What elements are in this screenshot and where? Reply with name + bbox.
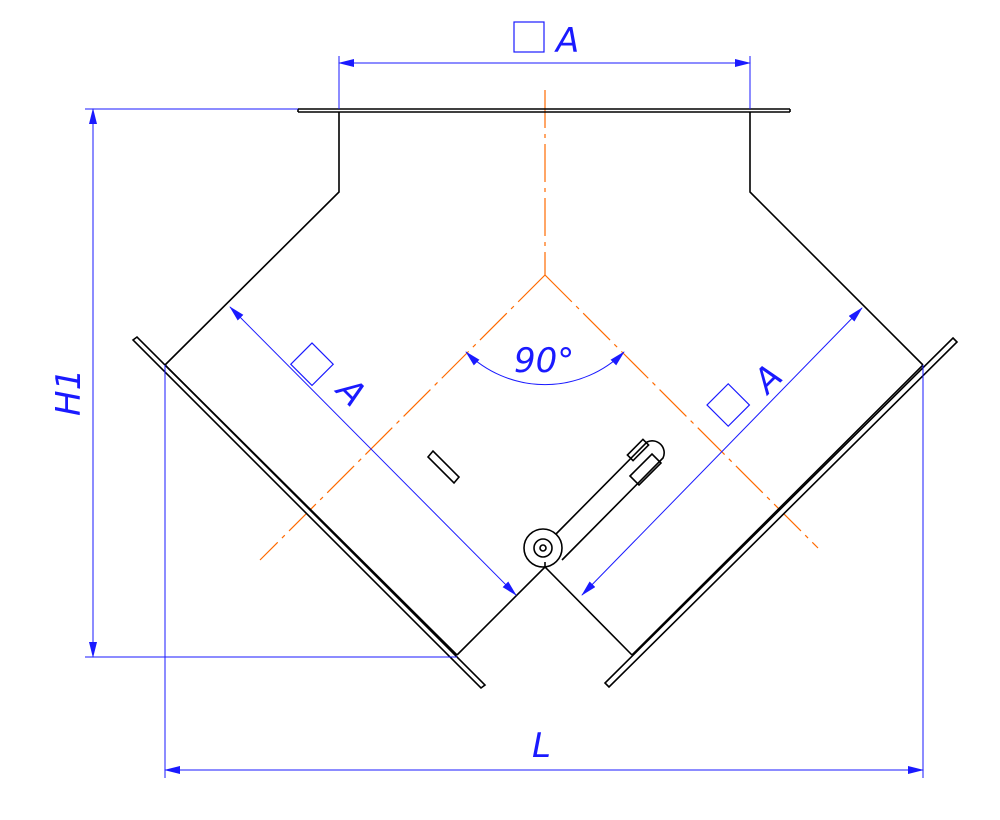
length-label: L — [532, 726, 551, 766]
damper-handle — [523, 438, 665, 568]
outer-profile-left — [164, 112, 340, 366]
centerlines — [259, 90, 819, 561]
angle-dimension: 90° — [465, 341, 625, 386]
right-branch-dimension: A — [581, 307, 863, 596]
left-branch-flange — [131, 335, 487, 690]
dimensions: A H1 L A A — [49, 21, 924, 778]
square-symbol — [706, 382, 751, 428]
right-branch-centerline — [544, 274, 819, 549]
length-dimension: L — [164, 365, 924, 778]
handle-pivot-inner — [533, 538, 553, 558]
indicator-slot — [426, 449, 461, 485]
crotch-profile — [456, 565, 633, 656]
left-branch-dimension: A — [229, 306, 517, 596]
square-symbol — [513, 21, 545, 53]
top-width-dimension: A — [338, 21, 751, 109]
height-label: H1 — [49, 369, 89, 416]
left-branch-label: A — [327, 369, 373, 415]
angle-label: 90° — [514, 341, 574, 381]
height-dimension: H1 — [49, 108, 457, 658]
square-symbol — [289, 342, 335, 387]
left-branch-centerline — [259, 274, 546, 561]
handle-pivot-outer — [523, 528, 563, 568]
top-width-label: A — [554, 21, 579, 61]
duct-body — [131, 108, 959, 690]
outer-profile-right — [749, 112, 924, 366]
right-branch-label: A — [745, 357, 791, 403]
